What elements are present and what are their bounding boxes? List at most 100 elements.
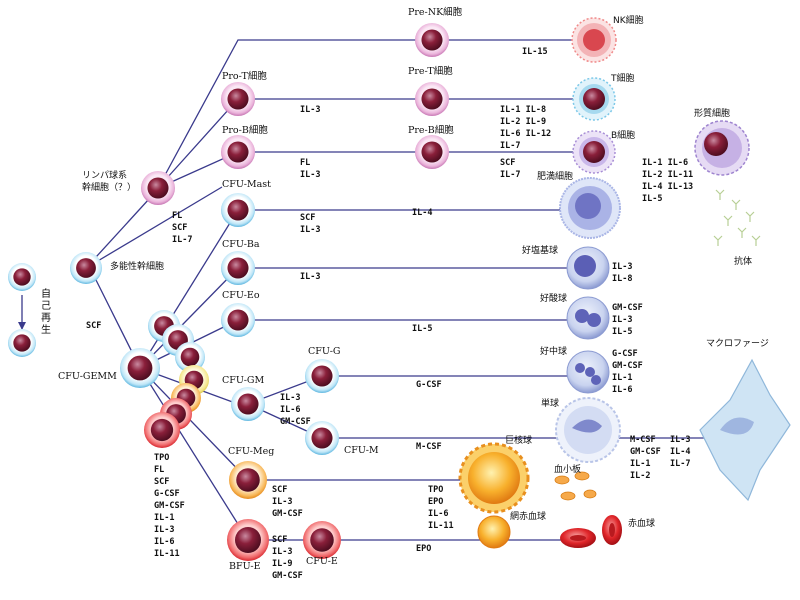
basophil-label: 好塩基球 xyxy=(522,246,559,256)
factor-item: GM-CSF xyxy=(154,501,185,511)
factor-item: TPO xyxy=(428,485,444,495)
factor-item: IL-2 IL-11 xyxy=(642,170,694,180)
progenitor-cells xyxy=(8,23,449,561)
factor-item: IL-2 IL-9 xyxy=(500,117,547,127)
factor-item: IL-3 xyxy=(300,170,321,180)
cfu-g-cell xyxy=(305,359,339,393)
pre-b-cell xyxy=(415,135,449,169)
factor-item: IL-7 xyxy=(500,141,521,151)
factor-item: IL-1 xyxy=(630,459,651,469)
platelet-label: 血小板 xyxy=(554,465,582,475)
reticulocyte-cell xyxy=(477,515,511,549)
factor-item: IL-7 xyxy=(500,170,521,180)
factor-item: EPO xyxy=(428,497,444,507)
factor-item: IL-8 xyxy=(612,274,633,284)
plasma-cell xyxy=(694,120,750,176)
lymphoid-stem-label-1: リンパ球系 xyxy=(82,171,128,181)
factor-item: IL-7 xyxy=(670,459,691,469)
factor-item: IL-1 xyxy=(154,513,175,523)
cfu-meg-label: CFU-Meg xyxy=(228,446,275,457)
factor-item: GM-CSF xyxy=(272,509,303,519)
ba-line-factor: IL-3 xyxy=(300,272,321,282)
mast-cell xyxy=(559,177,621,239)
pre-nk-cell xyxy=(415,23,449,57)
factor-item: M-CSF xyxy=(630,435,656,445)
cfu-mast-factors: SCF IL-3 xyxy=(300,212,320,236)
factor-item: IL-6 xyxy=(612,385,633,395)
lymphoid-stem-label-2: 幹細胞（？） xyxy=(82,183,137,193)
eosinophil-cell xyxy=(566,296,610,340)
factor-item: IL-4 IL-13 xyxy=(642,182,694,192)
megakaryocyte-label: 巨核球 xyxy=(505,436,533,446)
bfu-e-cell xyxy=(227,519,269,561)
factor-item: GM-CSF xyxy=(280,417,311,427)
pre-t-label: Pre-T細胞 xyxy=(408,66,453,77)
m-line-factor: M-CSF xyxy=(416,442,442,452)
cfu-mast-cell xyxy=(221,193,255,227)
self-renewal-label: 自己再生 xyxy=(41,289,51,336)
factor-item: IL-3 xyxy=(300,225,321,235)
neutrophil-cell xyxy=(566,350,610,394)
monocyte-cell xyxy=(555,397,621,463)
factor-item: IL-1 IL-8 xyxy=(500,105,547,115)
factor-item: GM-CSF xyxy=(612,361,643,371)
factor-item: IL-9 xyxy=(272,559,293,569)
g-line-factor: G-CSF xyxy=(416,380,442,390)
factor-item: SCF xyxy=(154,477,170,487)
factor-item: IL-6 xyxy=(154,537,175,547)
arrow-down-icon xyxy=(18,322,26,330)
lymphoid-stem-cell xyxy=(141,171,175,205)
pro-b-factors: FL IL-3 xyxy=(300,157,320,181)
nk-label: NK細胞 xyxy=(613,16,644,26)
b-cell xyxy=(572,130,616,174)
pro-t-cell xyxy=(221,82,255,116)
factor-item: SCF xyxy=(500,158,516,168)
cfu-meg-cell xyxy=(229,461,267,499)
pre-b-factors: SCF IL-7 xyxy=(500,157,520,181)
factor-item: IL-3 xyxy=(280,393,301,403)
il15-label: IL-15 xyxy=(522,47,548,57)
platelet-icon xyxy=(554,471,597,501)
factor-item: FL xyxy=(154,465,165,475)
cfu-gm-cell xyxy=(231,387,265,421)
self-renewal-cell-top xyxy=(8,263,36,291)
antibody-label: 抗体 xyxy=(734,257,753,267)
rbc-label: 赤血球 xyxy=(628,519,656,529)
pro-b-label: Pro-B細胞 xyxy=(222,125,268,136)
factor-item: IL-5 xyxy=(612,327,633,337)
factor-item: SCF xyxy=(272,485,288,495)
factor-item: IL-5 xyxy=(642,194,663,204)
cfu-mast-label: CFU-Mast xyxy=(222,179,271,190)
pro-t-factor-label: IL-3 xyxy=(300,105,321,115)
eosinophil-label: 好酸球 xyxy=(540,294,568,304)
cfu-e-cell xyxy=(303,521,341,559)
cfu-gm-label: CFU-GM xyxy=(222,375,265,386)
cfu-gemm-label: CFU-GEMM xyxy=(58,371,117,382)
gemm-stack-cell-7 xyxy=(144,412,180,448)
factor-item: IL-6 IL-12 xyxy=(500,129,552,139)
factor-item: TPO xyxy=(154,453,170,463)
factor-item: SCF xyxy=(300,213,316,223)
reticulocyte-label: 網赤血球 xyxy=(510,512,547,522)
pluripotent-stem-cell xyxy=(70,252,102,284)
factor-item: IL-7 xyxy=(172,235,193,245)
antibody-icon xyxy=(713,189,761,246)
pre-nk-label: Pre-NK細胞 xyxy=(408,7,463,18)
basophil-cell xyxy=(566,246,610,290)
factor-item: IL-11 xyxy=(428,521,454,531)
eo-line-factor: IL-5 xyxy=(412,324,433,334)
neutrophil-label: 好中球 xyxy=(540,347,568,357)
macrophage-cell xyxy=(699,358,791,502)
factor-item: IL-2 xyxy=(630,471,651,481)
factor-item: FL xyxy=(300,158,311,168)
